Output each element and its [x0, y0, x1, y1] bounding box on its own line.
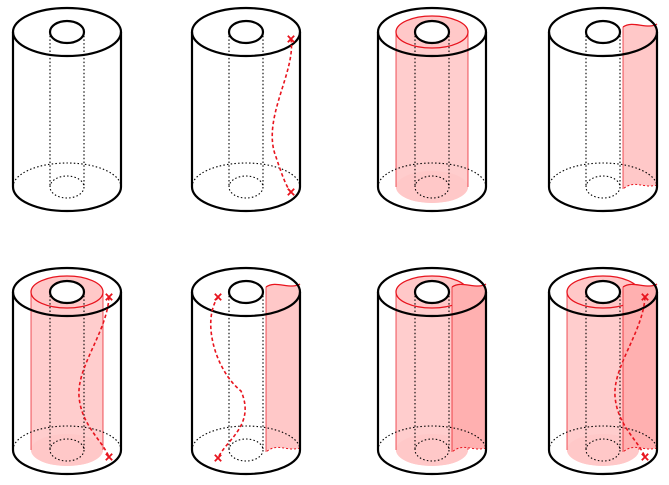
endpoint-cross-mark [642, 454, 648, 460]
cylinder-panel [13, 268, 121, 474]
inner-bottom-rim [586, 176, 620, 198]
inner-bottom-rim [229, 439, 263, 461]
inner-top-rim [415, 21, 449, 43]
outer-bottom-front [549, 187, 657, 211]
cylinder-panel [378, 268, 486, 474]
inner-bottom-rim [229, 176, 263, 198]
cylinder-panel [549, 8, 657, 211]
outer-bottom-front [192, 187, 300, 211]
inner-top-rim [50, 281, 84, 303]
inner-top-rim [586, 281, 620, 303]
cylinder-panel [192, 268, 300, 474]
cylinder-panel [549, 268, 657, 474]
inner-top-rim [229, 21, 263, 43]
outer-bottom-back [192, 163, 300, 187]
endpoint-cross-mark [215, 455, 221, 461]
inner-top-rim [415, 281, 449, 303]
endpoint-cross-mark [288, 189, 294, 195]
cylinder-panel [378, 8, 486, 211]
cylinder-panel [13, 8, 121, 211]
annulus-surface-bottom [396, 171, 468, 203]
red-strand-curve [211, 297, 245, 458]
inner-top-rim [586, 21, 620, 43]
cylinder-panel [192, 8, 300, 211]
inner-bottom-rim [50, 176, 84, 198]
outer-bottom-front [13, 187, 121, 211]
outer-bottom-front [192, 450, 300, 474]
inner-top-rim [229, 281, 263, 303]
annulus-surface-bottom [31, 434, 103, 466]
red-strand-curve [272, 39, 291, 192]
endpoint-cross-mark [106, 454, 112, 460]
inner-top-rim [50, 21, 84, 43]
endpoint-cross-mark [215, 294, 221, 300]
outer-bottom-back [13, 163, 121, 187]
